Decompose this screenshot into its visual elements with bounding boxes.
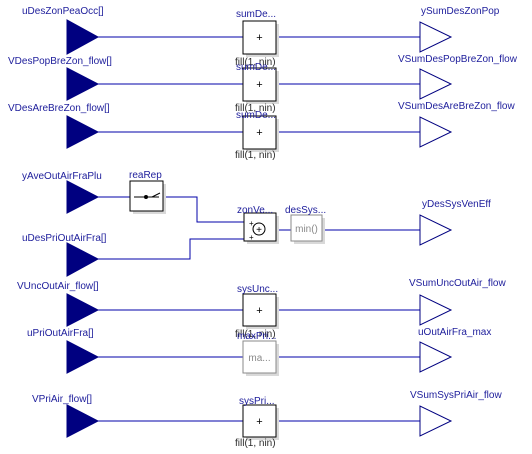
block-sum-desZonPop[interactable]: + sumDe... fill(1, nin) bbox=[235, 9, 279, 68]
block-symbol: + bbox=[256, 305, 262, 317]
output-label: uOutAirFra_max bbox=[418, 327, 491, 338]
block-name: maxPri... bbox=[237, 331, 276, 342]
input-triangle-icon bbox=[66, 340, 100, 374]
input-triangle-icon bbox=[66, 19, 100, 55]
block-symbol: + bbox=[256, 416, 262, 428]
block-param: fill(1, nin) bbox=[235, 103, 276, 114]
output-VSumDesPopBreZon_flow[interactable]: VSumDesPopBreZon_flow bbox=[398, 54, 518, 100]
input-triangle-icon bbox=[66, 180, 100, 214]
block-sum-sysPri[interactable]: + sysPri... fill(1, nin) bbox=[235, 396, 279, 449]
input-label: uDesPriOutAirFra[] bbox=[22, 233, 107, 244]
input-triangle-icon bbox=[66, 404, 100, 438]
input-triangle-icon bbox=[66, 115, 100, 149]
input-VDesPopBreZon_flow[interactable]: VDesPopBreZon_flow[] bbox=[8, 56, 112, 101]
block-name: reaRep bbox=[129, 170, 162, 181]
input-VDesAreBreZon_flow[interactable]: VDesAreBreZon_flow[] bbox=[8, 103, 110, 149]
block-maxPri[interactable]: ma... maxPri... bbox=[237, 331, 279, 376]
block-param: fill(1, nin) bbox=[235, 329, 276, 340]
input-VUncOutAir_flow[interactable]: VUncOutAir_flow[] bbox=[17, 281, 100, 327]
input-label: uPriOutAirFra[] bbox=[27, 328, 94, 339]
block-zonVe[interactable]: + + + zonVe... bbox=[237, 205, 279, 244]
input-VPriAir_flow[interactable]: VPriAir_flow[] bbox=[32, 394, 100, 438]
input-triangle-icon bbox=[66, 242, 100, 277]
input-uPriOutAirFra[interactable]: uPriOutAirFra[] bbox=[27, 328, 100, 374]
block-symbol: min() bbox=[295, 224, 318, 235]
input-label: yAveOutAirFraPlu bbox=[22, 171, 102, 182]
output-triangle-icon bbox=[419, 294, 453, 326]
output-VSumDesAreBreZon_flow[interactable]: VSumDesAreBreZon_flow bbox=[398, 101, 515, 148]
output-triangle-icon bbox=[419, 21, 453, 53]
output-label: VSumUncOutAir_flow bbox=[409, 278, 506, 289]
block-name: zonVe... bbox=[237, 205, 273, 216]
block-symbol: ma... bbox=[248, 353, 270, 364]
block-sum-sysUnc[interactable]: + sysUnc... fill(1, nin) bbox=[235, 284, 279, 340]
input-yAveOutAirFraPlu[interactable]: yAveOutAirFraPlu bbox=[22, 171, 102, 214]
svg-text:+: + bbox=[249, 233, 254, 242]
input-triangle-icon bbox=[66, 293, 100, 327]
connection-wires bbox=[98, 36, 420, 422]
input-triangle-icon bbox=[66, 67, 100, 101]
input-label: VUncOutAir_flow[] bbox=[17, 281, 99, 292]
input-uDesPriOutAirFra[interactable]: uDesPriOutAirFra[] bbox=[22, 233, 107, 277]
block-name: desSys... bbox=[285, 205, 326, 216]
block-symbol: + bbox=[256, 79, 262, 91]
block-reaRep[interactable]: reaRep bbox=[129, 170, 166, 214]
input-label: VDesAreBreZon_flow[] bbox=[8, 103, 110, 114]
block-sum-desPopBreZon[interactable]: + sumDe... fill(1, nin) bbox=[235, 62, 279, 114]
block-param: fill(1, nin) bbox=[235, 57, 276, 68]
output-ySumDesZonPop[interactable]: ySumDesZonPop bbox=[419, 6, 500, 53]
output-label: ySumDesZonPop bbox=[421, 6, 500, 17]
block-name: sumDe... bbox=[236, 62, 276, 73]
block-name: sumDe... bbox=[236, 110, 276, 121]
output-VSumUncOutAir_flow[interactable]: VSumUncOutAir_flow bbox=[409, 278, 506, 326]
svg-text:+: + bbox=[249, 219, 254, 228]
output-triangle-icon bbox=[419, 405, 453, 437]
input-label: VDesPopBreZon_flow[] bbox=[8, 56, 112, 67]
output-triangle-icon bbox=[419, 214, 453, 246]
output-triangle-icon bbox=[419, 68, 453, 100]
output-label: yDesSysVenEff bbox=[422, 199, 491, 210]
block-name: sysPri... bbox=[239, 396, 275, 407]
block-symbol: + bbox=[256, 32, 262, 44]
output-uOutAirFra_max[interactable]: uOutAirFra_max bbox=[418, 327, 491, 373]
output-triangle-icon bbox=[419, 341, 453, 373]
output-label: VSumDesPopBreZon_flow bbox=[398, 54, 518, 65]
input-uDesZonPeaOcc[interactable]: uDesZonPeaOcc[] bbox=[22, 6, 104, 55]
block-symbol: + bbox=[256, 225, 262, 236]
block-desSys-min[interactable]: min() desSys... bbox=[285, 205, 326, 244]
input-label: uDesZonPeaOcc[] bbox=[22, 6, 104, 17]
output-label: VSumSysPriAir_flow bbox=[410, 390, 502, 401]
output-VSumSysPriAir_flow[interactable]: VSumSysPriAir_flow bbox=[410, 390, 502, 437]
block-symbol: + bbox=[256, 127, 262, 139]
output-yDesSysVenEff[interactable]: yDesSysVenEff bbox=[419, 199, 491, 246]
block-param: fill(1, nin) bbox=[235, 438, 276, 449]
block-param: fill(1, nin) bbox=[235, 150, 276, 161]
output-label: VSumDesAreBreZon_flow bbox=[398, 101, 515, 112]
input-label: VPriAir_flow[] bbox=[32, 394, 92, 405]
block-name: sysUnc... bbox=[237, 284, 278, 295]
block-sum-desAreBreZon[interactable]: + sumDe... fill(1, nin) bbox=[235, 110, 279, 161]
output-triangle-icon bbox=[419, 116, 453, 148]
block-name: sumDe... bbox=[236, 9, 276, 20]
